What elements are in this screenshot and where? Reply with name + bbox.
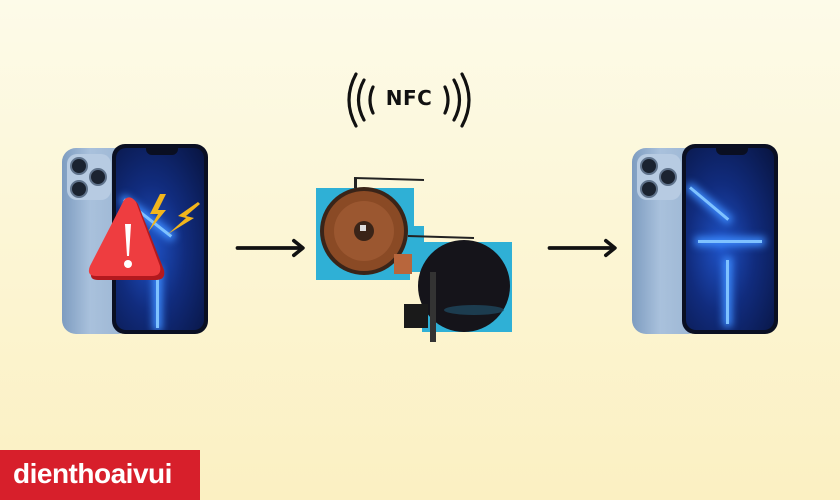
arrow-right-icon: [235, 238, 305, 258]
brand-name: dienthoaivui: [13, 458, 172, 489]
nfc-waves-icon: [347, 72, 471, 128]
lightning-bolt-icon: [148, 194, 200, 234]
coil-module-1: [316, 177, 425, 280]
brand-logo: dienthoaivui: [0, 450, 200, 500]
camera-module: [67, 154, 111, 200]
nfc-label: NFC: [385, 86, 433, 110]
camera-module: [637, 154, 681, 200]
broken-phone: [62, 142, 210, 334]
coil-module-2: [404, 235, 512, 342]
nfc-coil-modules: [314, 176, 514, 346]
nfc-symbol: NFC: [344, 70, 474, 130]
warning-icon: [88, 197, 165, 280]
phone-screen: [682, 144, 778, 334]
arrow-right-icon: [547, 238, 617, 258]
repaired-phone: [632, 142, 780, 334]
